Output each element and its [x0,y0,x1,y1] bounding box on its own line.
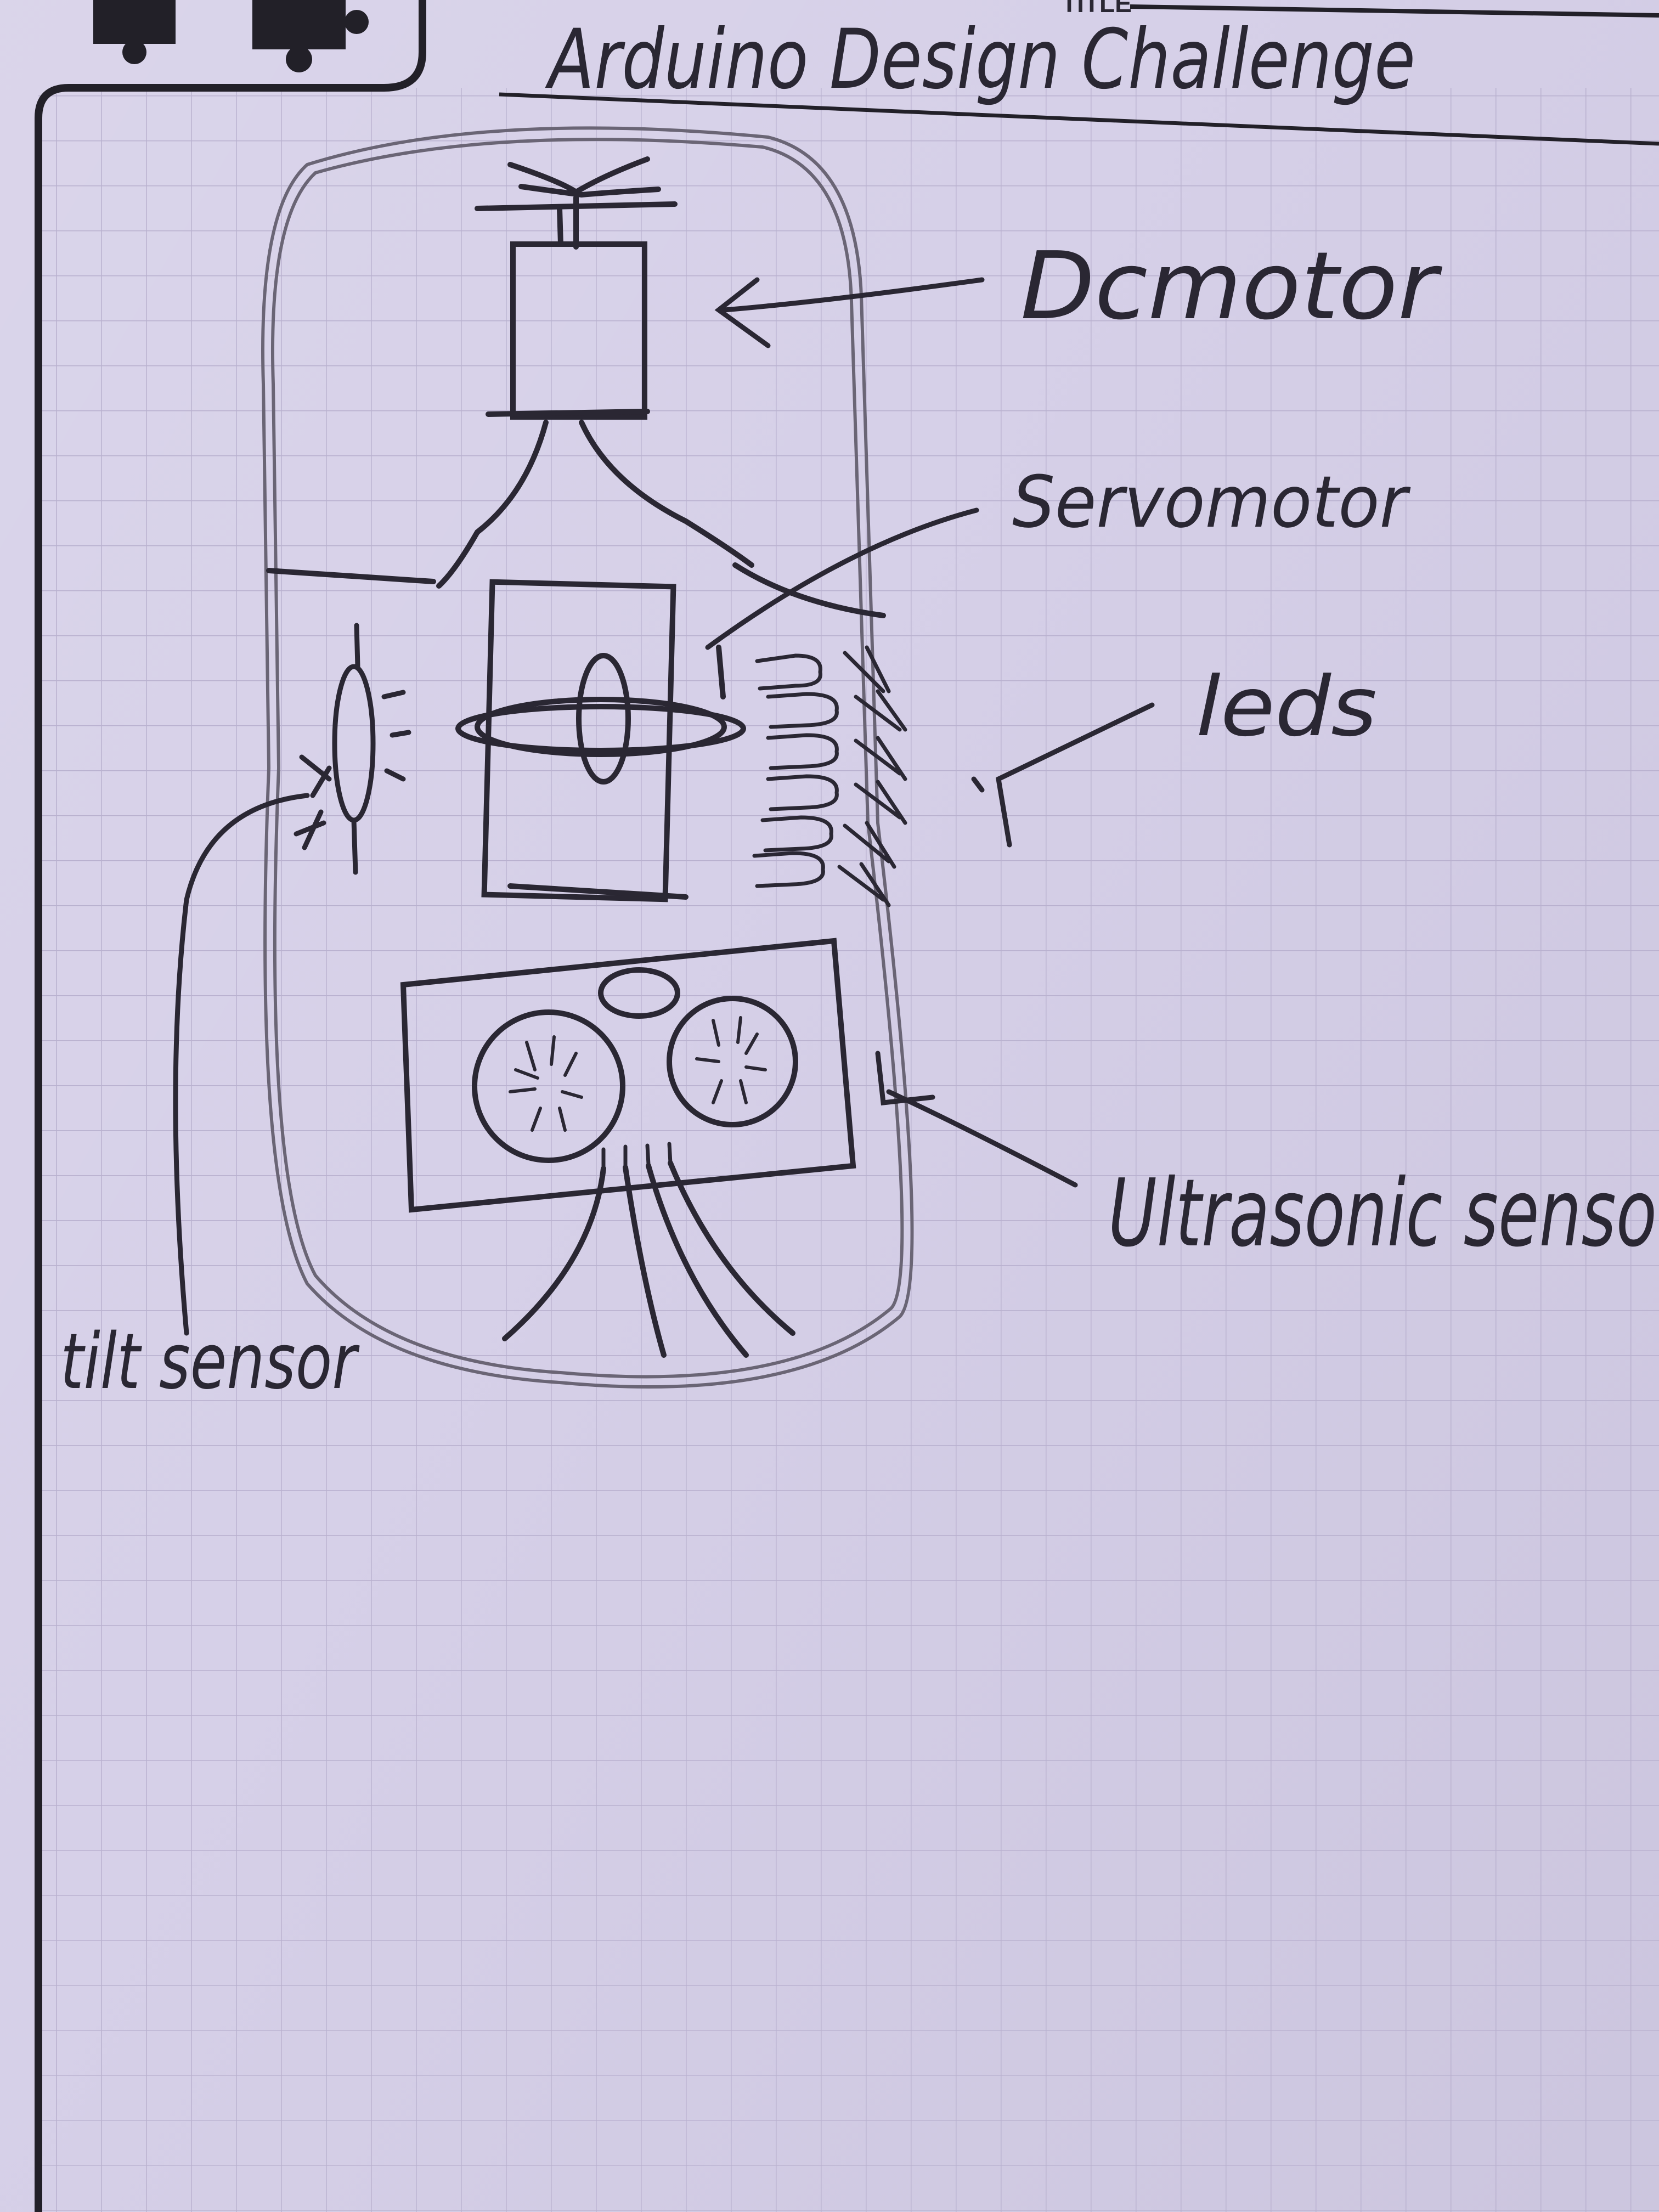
ultrasonic-sensor-drawing [400,938,856,1358]
title-top-rule [1130,4,1659,18]
annotation-arrows [173,277,1155,1336]
tilt-sensor-drawing [294,623,411,875]
servo-motor-drawing [455,579,746,902]
title-underline [499,92,1659,146]
servo-motor-label: Servomotor [1012,460,1411,544]
leds-label: leds [1196,659,1377,755]
puzzle-pieces-icon [93,0,369,72]
page-title: Arduino Design Challenge [545,12,1415,108]
dc-motor-drawing [266,156,886,618]
led-array-drawing [752,645,907,907]
grid-paper [38,88,1659,2212]
ultrasonic-sensor-label: Ultrasonic senso [1108,1159,1657,1268]
dc-motor-label: Dcmotor [1020,232,1442,341]
page-frame [35,0,426,2212]
tilt-sensor-label: tilt sensor [60,1317,360,1407]
enclosure-outline [261,126,914,1389]
title-field-label: TITLE [1062,0,1132,18]
